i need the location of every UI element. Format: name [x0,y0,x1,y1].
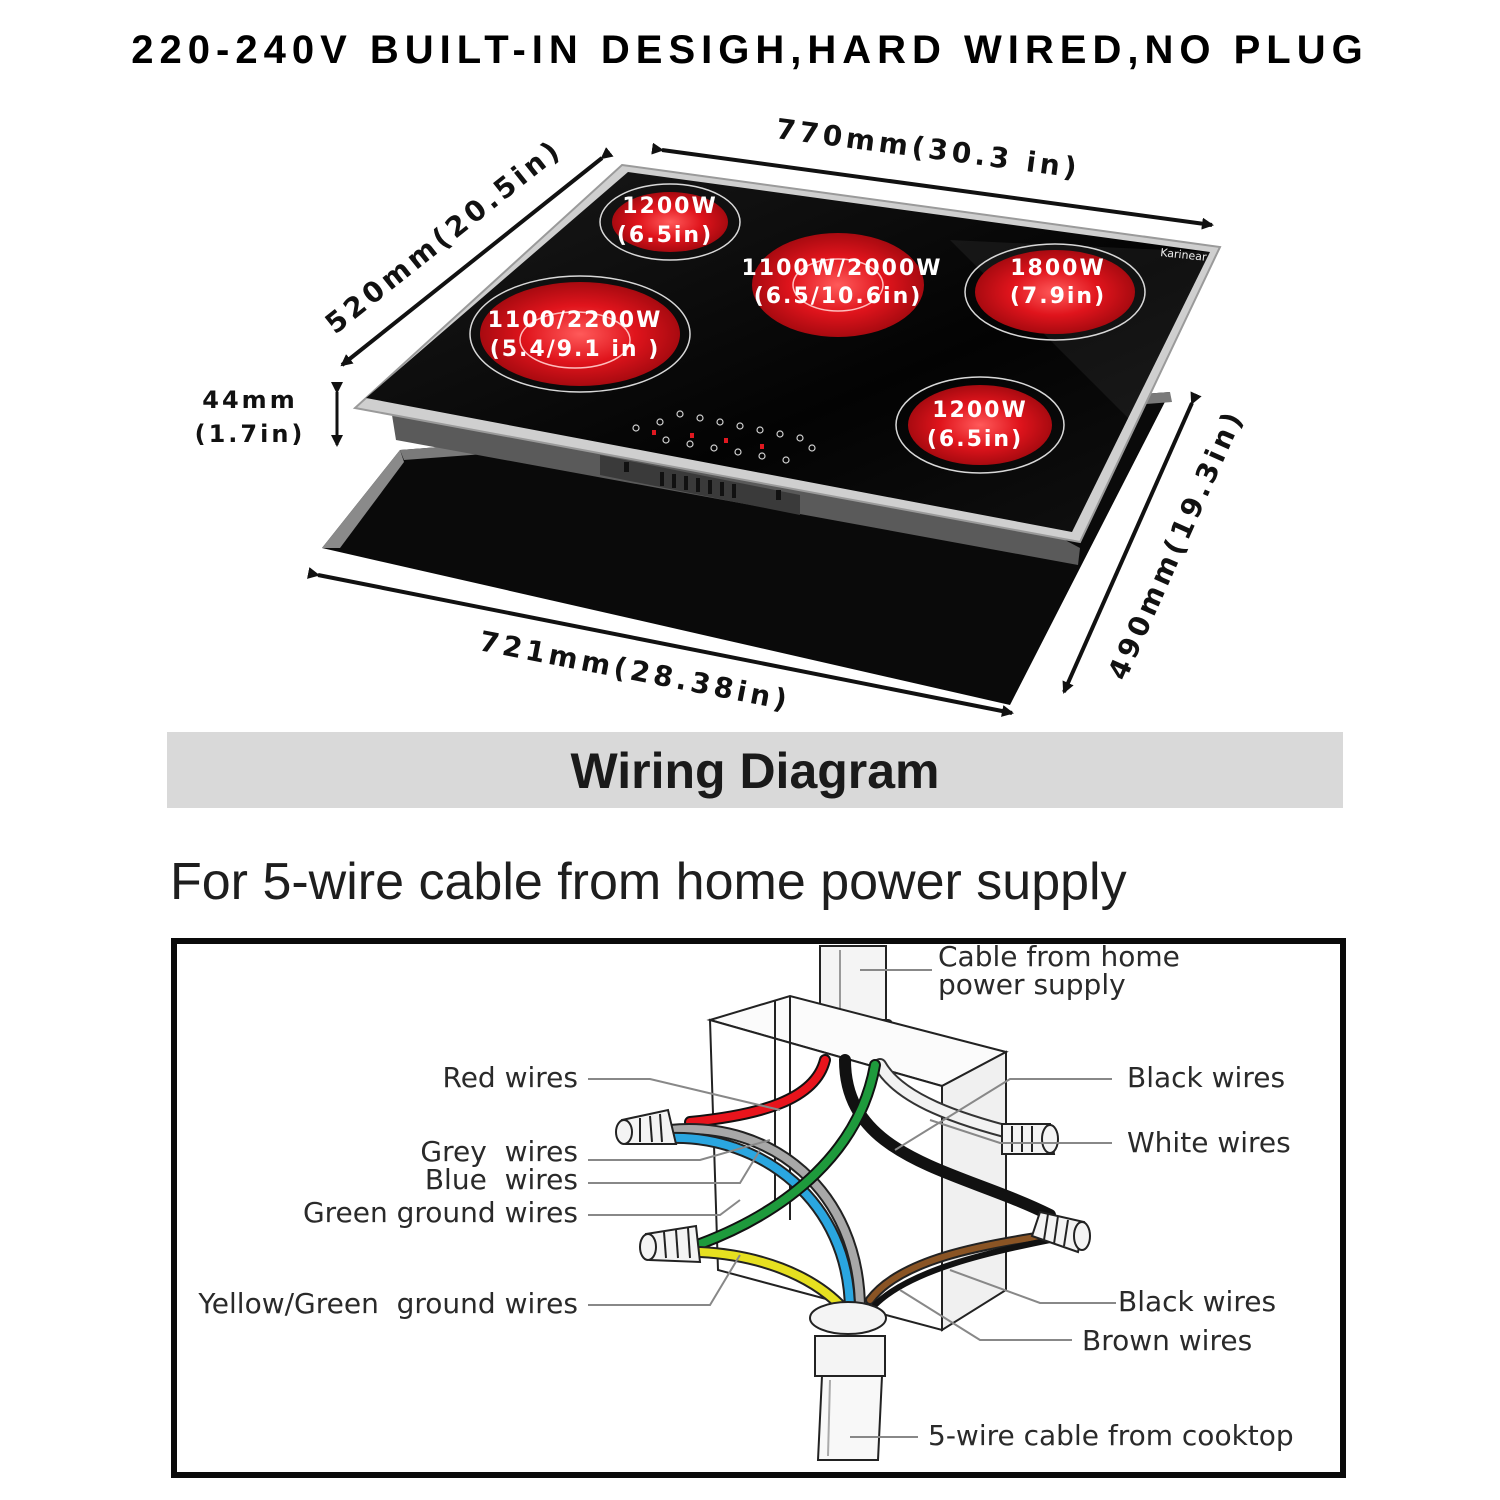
wire-black-cable [839,1054,1056,1221]
label-grey-wires: Grey wires [420,1135,578,1168]
dim-height-mm: 44mm [202,386,297,414]
burner-rear-right [964,243,1146,341]
label-red-wires: Red wires [443,1061,579,1094]
headline: 220-240V BUILT-IN DESIGH,HARD WIRED,NO P… [131,28,1369,72]
vent-slots [624,462,781,500]
dim-height-in: (1.7in) [195,420,306,448]
cooktop-drawing: Karinear 1200W (6.5in) 1100W/2000W (6.5/… [195,112,1251,717]
brand-logo: Karinear [1160,246,1208,264]
burner-3-power: 1800W [1010,256,1106,281]
dim-cutout-depth-arrow [1062,391,1202,694]
wiring-subtitle: For 5-wire cable from home power supply [170,853,1127,911]
burner-2-size: (6.5/10.6in) [754,284,923,309]
wire-nut-red-grey [615,1108,678,1145]
wire-nut-black-brown [1030,1210,1091,1254]
label-cooktop-cable: 5-wire cable from cooktop [928,1419,1294,1452]
label-yellow-green-ground: Yellow/Green ground wires [197,1287,578,1320]
touch-control-panel [632,410,816,464]
label-green-ground: Green ground wires [303,1196,578,1229]
wire-nuts [615,1108,1091,1264]
label-black-wires-top: Black wires [1127,1061,1285,1094]
burner-2-power: 1100W/2000W [741,256,942,281]
wiring-diagram-frame [171,938,1346,1478]
wire-black-cooktop [872,1237,1053,1308]
label-blue-wires: Blue wires [425,1163,578,1196]
burner-5-size: (6.5in) [927,427,1023,452]
label-cable-home-1: Cable from home [938,940,1180,973]
label-white-wires: White wires [1127,1126,1291,1159]
burner-rear-center [752,233,924,337]
dim-cutout-width-arrow [307,567,1014,717]
wire-nut-green-yellow [639,1224,702,1264]
dim-top-depth-arrow [340,147,614,367]
wire-nut-white [1001,1123,1059,1155]
wiring-title-banner: Wiring Diagram [167,732,1343,808]
dim-top-width-arrow [651,142,1214,230]
label-black-wires-bottom: Black wires [1118,1285,1276,1318]
burner-3-size: (7.9in) [1010,284,1106,309]
cooktop-cable-conduit [809,1301,887,1461]
burner-5-power: 1200W [932,398,1028,423]
wiring-title: Wiring Diagram [570,743,940,799]
label-brown-wires: Brown wires [1082,1324,1252,1357]
label-cable-home-2: power supply [938,968,1126,1001]
